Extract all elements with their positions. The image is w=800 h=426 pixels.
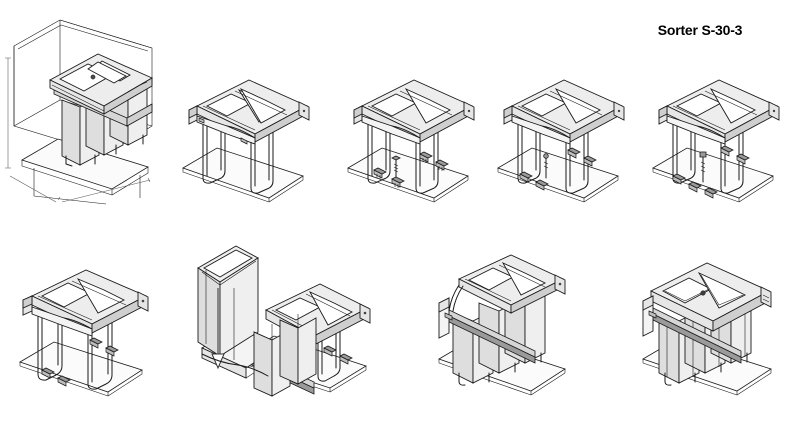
figure-cabinet-overview-with-dimensions (0, 8, 170, 205)
height-dimension (5, 57, 11, 169)
mounting-clip (41, 367, 55, 379)
mounting-clip (672, 173, 686, 185)
figure-frame-fully-bracketed (645, 78, 797, 203)
mounting-clip (688, 181, 702, 193)
mounting-clip (535, 179, 549, 191)
mounting-clip (105, 345, 119, 357)
mounting-clip (89, 337, 103, 349)
figure-frame-assembly-complete (12, 269, 164, 397)
mounting-clip (736, 153, 750, 165)
lid-push-hole (700, 290, 706, 296)
mounting-clip (391, 176, 405, 188)
mounting-clip (567, 147, 581, 159)
mounting-clip (519, 171, 533, 183)
lid-open (448, 254, 566, 314)
fixing-screw (699, 151, 707, 183)
mounting-clip (323, 345, 337, 357)
fixing-screw (543, 153, 549, 179)
fixing-screw (391, 155, 401, 178)
lid-closed (649, 262, 772, 332)
figure-frame-with-rear-brackets (490, 78, 640, 203)
depth-dimension (9, 175, 57, 203)
figure-frame-with-front-brackets-and-screws (340, 78, 490, 203)
mounting-clip (57, 375, 71, 387)
mounting-clip (583, 155, 597, 167)
figure-lid-attachment-step (425, 254, 585, 396)
mounting-clip (435, 159, 449, 171)
figure-bin-insertion-step (168, 228, 378, 397)
mounting-clip (720, 145, 734, 157)
width-dimension (61, 179, 151, 203)
figure-frame-on-base-plate (175, 78, 325, 203)
mounting-clip (419, 151, 433, 163)
figure-final-assembly (625, 255, 795, 396)
waste-bin-inserted (197, 245, 259, 360)
mounting-clip (373, 167, 387, 179)
mounting-clip (704, 187, 718, 199)
page-title: Sorter S-30-3 (657, 22, 743, 38)
mounting-clip (339, 353, 353, 365)
